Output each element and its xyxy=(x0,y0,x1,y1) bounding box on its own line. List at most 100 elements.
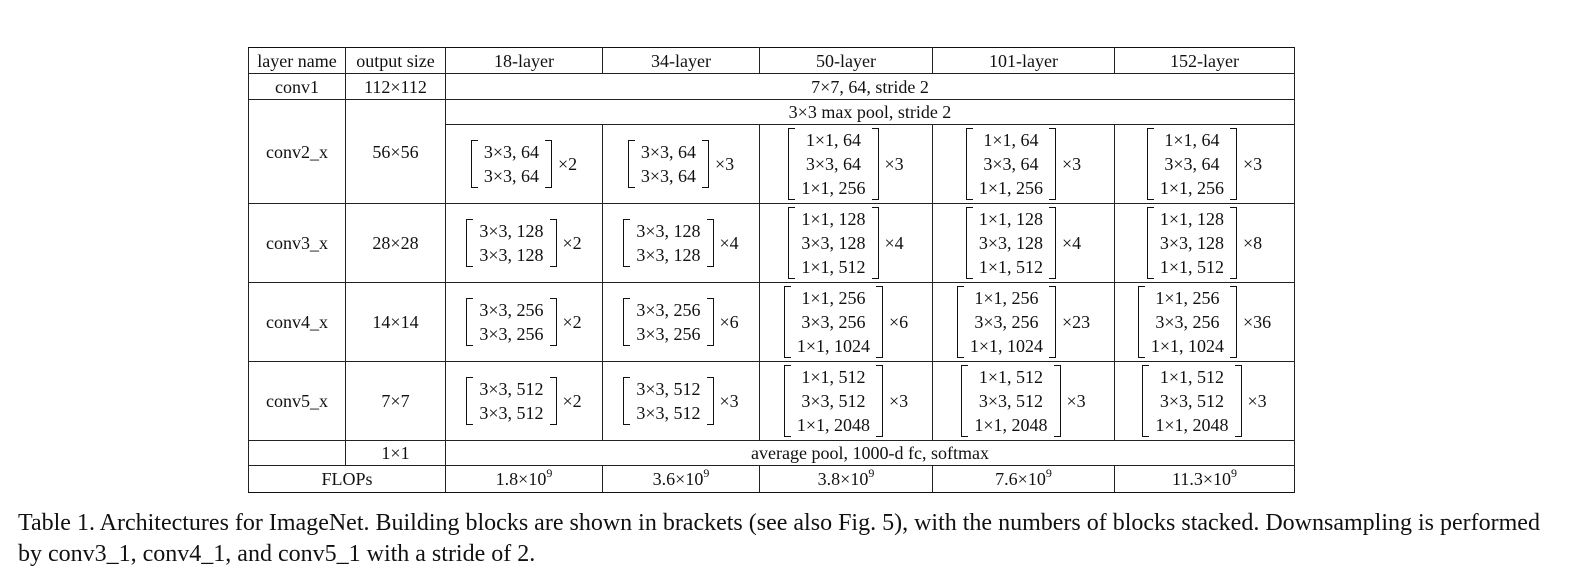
left-bracket xyxy=(623,377,631,425)
block-multiplier: ×6 xyxy=(719,312,739,332)
right-bracket xyxy=(549,377,557,425)
block-layer: 1×1, 64 xyxy=(983,130,1039,150)
right-bracket xyxy=(545,140,552,188)
block-multiplier: ×4 xyxy=(719,233,739,253)
block-layer: 3×3, 128 xyxy=(801,233,866,253)
header-152-layer: 152-layer xyxy=(1114,47,1295,74)
block-layer: 3×3, 256 xyxy=(1155,312,1220,332)
block-layer: 3×3, 256 xyxy=(974,312,1039,332)
block-layer: 1×1, 512 xyxy=(801,367,866,387)
flops-row: FLOPs 1.8×109 3.6×109 3.8×109 7.6×109 11… xyxy=(248,465,1295,493)
left-bracket xyxy=(783,286,791,358)
right-bracket xyxy=(706,377,714,425)
conv1-row: conv1 112×112 7×7, 64, stride 2 xyxy=(248,73,1295,100)
block-multiplier: ×4 xyxy=(1062,233,1082,253)
block-multiplier: ×8 xyxy=(1243,233,1263,253)
block-layer: 1×1, 1024 xyxy=(1150,336,1224,356)
block-layer: 1×1, 256 xyxy=(801,288,866,308)
block-layer: 3×3, 512 xyxy=(479,379,544,399)
block-layer: 1×1, 1024 xyxy=(796,336,870,356)
left-bracket xyxy=(961,365,969,437)
maxpool-spec: 3×3 max pool, stride 2 xyxy=(445,99,1295,125)
left-bracket xyxy=(466,377,474,425)
stage-output-size: 14×14 xyxy=(345,282,446,362)
header-row: layer name output size 18-layer 34-layer… xyxy=(248,47,1295,74)
conv1-output-size: 112×112 xyxy=(345,73,446,100)
right-bracket xyxy=(876,286,883,358)
block-layer: 3×3, 512 xyxy=(978,391,1043,411)
block-layer: 3×3, 128 xyxy=(479,221,544,241)
left-bracket xyxy=(623,298,631,346)
block-layer: 1×1, 128 xyxy=(801,209,866,229)
left-bracket xyxy=(788,207,796,279)
block-multiplier: ×3 xyxy=(1062,154,1082,174)
architecture-table: layer name output size 18-layer 34-layer… xyxy=(248,47,1295,493)
right-bracket xyxy=(871,207,879,279)
block-multiplier: ×3 xyxy=(1243,154,1263,174)
left-bracket xyxy=(627,140,635,188)
left-bracket xyxy=(965,207,973,279)
block-layer: 1×1, 64 xyxy=(805,130,861,150)
block-multiplier: ×3 xyxy=(889,391,909,411)
block-multiplier: ×23 xyxy=(1062,312,1091,332)
left-bracket xyxy=(956,286,964,358)
block-layer: 3×3, 128 xyxy=(978,233,1043,253)
stage-output-size: 28×28 xyxy=(345,203,446,283)
final-output-size: 1×1 xyxy=(345,440,446,466)
right-bracket xyxy=(1049,128,1056,200)
right-bracket xyxy=(876,365,883,437)
block-multiplier: ×2 xyxy=(562,312,582,332)
block-layer: 3×3, 512 xyxy=(1159,391,1224,411)
block-multiplier: ×36 xyxy=(1243,312,1272,332)
table-caption: Table 1. Architectures for ImageNet. Bui… xyxy=(18,510,1540,567)
block-multiplier: ×2 xyxy=(562,233,582,253)
block-layer: 3×3, 64 xyxy=(640,166,696,186)
left-bracket xyxy=(623,219,631,267)
flops-50: 3.8×109 xyxy=(759,465,933,493)
block-layer: 3×3, 64 xyxy=(805,154,861,174)
header-output-size: output size xyxy=(345,47,446,74)
block-layer: 1×1, 1024 xyxy=(969,336,1043,356)
block-multiplier: ×2 xyxy=(562,391,582,411)
stage-output-size: 7×7 xyxy=(345,361,446,441)
left-bracket xyxy=(470,140,478,188)
left-bracket xyxy=(788,128,796,200)
stage-name: conv3_x xyxy=(248,203,346,283)
block-layer: 3×3, 512 xyxy=(479,403,544,423)
building-block: 3×3, 64 3×3, 64 ×2 xyxy=(470,140,578,188)
block-layer: 1×1, 64 xyxy=(1164,130,1220,150)
block-multiplier: ×3 xyxy=(719,391,739,411)
right-bracket xyxy=(1230,286,1237,358)
block-cell: 1×1, 256 3×3, 256 1×1, 1024 ×23 xyxy=(932,282,1115,362)
block-layer: 1×1, 256 xyxy=(974,288,1039,308)
block-layer: 1×1, 128 xyxy=(1159,209,1224,229)
block-layers: 3×3, 64 3×3, 64 xyxy=(478,140,545,188)
block-layer: 3×3, 64 xyxy=(483,142,539,162)
conv1-spec: 7×7, 64, stride 2 xyxy=(445,73,1295,100)
block-layer: 3×3, 64 xyxy=(483,166,539,186)
flops-34: 3.6×109 xyxy=(602,465,760,493)
final-row: 1×1 average pool, 1000-d fc, softmax xyxy=(248,440,1295,466)
right-bracket xyxy=(706,298,714,346)
block-multiplier: ×2 xyxy=(558,154,578,174)
left-bracket xyxy=(1146,128,1154,200)
